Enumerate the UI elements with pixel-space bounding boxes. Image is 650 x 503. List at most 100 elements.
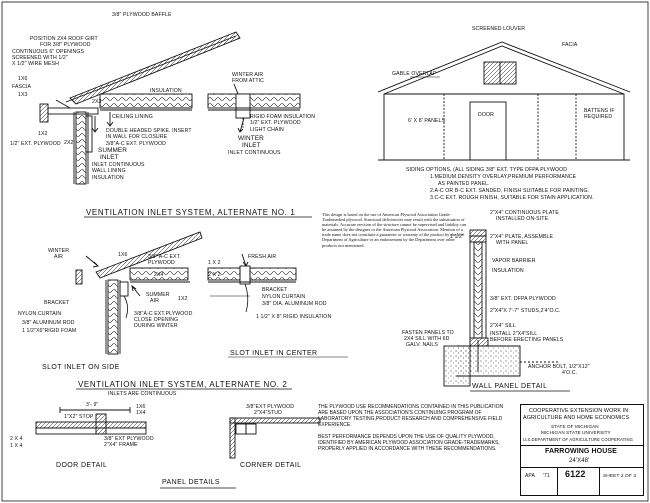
label-fasten-1: FASTEN PANELS TO (402, 330, 454, 336)
label-center-1x2: 1 X 2 (208, 260, 221, 266)
title-panel-details: PANEL DETAILS (162, 479, 220, 486)
tb-size: 24'x48' (569, 458, 590, 464)
label-fascia: FASCIA (12, 84, 32, 90)
label-fasten-3: GALV. NAILS (406, 342, 438, 348)
label-winter-inlet: INLET (242, 142, 261, 149)
notes-paragraph-1: THE PLYWOOD USE RECOMMENDATIONS CONTAINE… (318, 404, 504, 428)
alt1-winter-inlet (207, 83, 301, 133)
label-door-stop: 1"X2" STOP (64, 414, 94, 420)
label-1x6: 1X6 (18, 76, 28, 82)
label-panels: 6' X 8' PANELS (408, 118, 446, 124)
label-slot-abc-2: PLYWOOD (148, 260, 175, 266)
label-slot-bracket: BRACKET (44, 300, 70, 306)
title-slot-side: SLOT INLET ON SIDE (42, 364, 120, 371)
label-slot-rigid: 1 1/2"X6"RIGID FOAM (22, 328, 77, 334)
label-plate-assembled-2: WITH PANEL (496, 240, 529, 246)
tb-state-2: MICHIGAN STATE UNIVERSITY (541, 430, 611, 435)
label-center-bracket: BRACKET (262, 287, 288, 293)
label-slot-nylon: NYLON CURTAIN (18, 311, 62, 317)
label-wire-mesh: X 1/2" WIRE MESH (12, 61, 59, 67)
label-facia: FACIA (562, 42, 578, 48)
label-slot-air: AIR (54, 254, 63, 260)
label-battens-1: BATTENS IF (584, 108, 615, 114)
title-alt2: VENTILATION INLET SYSTEM, ALTERNATE NO. … (78, 380, 288, 389)
label-gable-overlap: GABLE OVERLAP (392, 71, 437, 77)
label-door: DOOR (478, 112, 494, 118)
tb-divider-1 (521, 445, 643, 446)
title-wall-panel: WALL PANEL DETAIL (472, 383, 548, 390)
label-rigid-foam: RIGID FOAM INSULATION (250, 114, 316, 120)
siding-option-2: AS PAINTED PANEL. (438, 181, 490, 187)
label-slot-rod: 3/8" ALUMINUM ROD (22, 320, 75, 326)
label-install-sill-1: INSTALL 2"X4"SILL (490, 331, 538, 337)
label-slot-abc-close: 3/8"A-C EXT.PLYWOOD (134, 311, 193, 317)
label-inlets-continuous: INLETS ARE CONTINUOUS (108, 391, 177, 397)
label-dim-door: 3'- 9" (86, 402, 99, 408)
tb-state-1: STATE OF MICHIGAN (551, 424, 599, 429)
siding-option-0: SIDING OPTIONS, (ALL SIDING 3/8" EXT. TY… (406, 167, 568, 173)
tb-apa: APA (525, 473, 535, 479)
label-battens-2: REQUIRED (584, 114, 613, 120)
tb-sheet: SHEET 2 OF 3 (603, 474, 637, 479)
label-slot-winter: WINTER (48, 248, 70, 254)
label-wall-studs: 2"X4"X 7'-7" STUDS,2'4"O.C. (490, 308, 561, 314)
label-fasten-2: 2X4 SILL WITH 6d (404, 336, 450, 342)
label-winter: WINTER (238, 135, 264, 142)
label-2x3: 2X3 (92, 99, 102, 105)
label-inlet-continuous: INLET CONTINUOUS (92, 162, 145, 168)
label-1x2: 1X2 (38, 131, 48, 137)
label-position-2x4: POSITION 2X4 ROOF GIRT (30, 36, 98, 42)
title-alt1: VENTILATION INLET SYSTEM, ALTERNATE NO. … (86, 208, 296, 217)
notes-paragraph-2: BEST PERFORMANCE DEPENDS UPON THE USE OF… (318, 434, 500, 452)
disclaimer-text: This design is based on the use of Ameri… (322, 212, 467, 248)
tb-plan-no: 6122 (565, 469, 586, 479)
tb-coop-2: AGRICULTURE AND HOME ECONOMICS (523, 415, 630, 421)
label-summer: SUMMER (98, 147, 128, 154)
tb-divider-3 (557, 467, 558, 495)
label-anchor-1: ANCHOR BOLT, 1/2"X12" (528, 364, 590, 370)
label-slot-close-opening: CLOSE OPENING (134, 317, 179, 323)
label-wall-sill: 2"X4" SILL (490, 323, 517, 329)
label-slot-during-winter: DURING WINTER (134, 323, 178, 329)
tb-coop-1: COOPERATIVE EXTENSION WORK IN (529, 408, 629, 414)
label-wall-dfpa: 3/8" EXT. DFPA PLYWOOD (490, 296, 556, 302)
siding-option-4: 3.C-C EXT. ROUGH FINISH, SUITABLE FOR ST… (430, 195, 594, 201)
tb-year: '71 (543, 473, 550, 479)
tb-divider-2 (521, 467, 643, 468)
label-summer-inlet: INLET (100, 154, 119, 161)
label-continuous-openings: CONTINUOUS 6" OPENINGS (12, 49, 85, 55)
title-slot-center: SLOT INLET IN CENTER (230, 350, 318, 357)
label-cont-plate-1: 2"X4" CONTINUOUS PLATE (490, 210, 559, 216)
door-detail (35, 407, 147, 435)
label-screened-with: SCREENED WITH 1/2" (12, 55, 68, 61)
label-center-rigid: 1 1/2" X 8" RIGID INSULATION (256, 314, 332, 320)
label-ext-plywood: 1/2" EXT. PLYWOOD (10, 141, 61, 147)
label-wall-half: 1 1/2" (450, 234, 464, 240)
label-plywood-baffle: 3/8" PLYWOOD BAFFLE (112, 12, 172, 18)
label-screened-louver: SCREENED LOUVER (472, 26, 526, 32)
label-wall-insulation: INSULATION (492, 268, 524, 274)
label-slot-abc-1: 3/8" A-C EXT. (148, 254, 181, 260)
tb-divider-4 (599, 467, 600, 495)
label-slot-summer: SUMMER (146, 292, 170, 298)
label-winter-inlet-continuous: INLET CONTINUOUS (228, 150, 281, 156)
label-door-2x4: 2 X 4 (10, 436, 23, 442)
label-1x3: 1X3 (18, 92, 28, 98)
label-slot-air2: AIR (150, 298, 159, 304)
label-wall-lining: WALL LINING (92, 168, 126, 174)
siding-option-3: 2.A-C OR B-C EXT. SANDED, FINISH SUITABL… (430, 188, 590, 194)
label-vapor-barrier: VAPOR BARRIER (492, 258, 536, 264)
label-abc-ext: 3/8"A-C EXT. PLYWOOD (106, 141, 166, 147)
slot-side-section (75, 231, 203, 355)
label-center-nylon: NYLON CURTAIN (262, 294, 306, 300)
title-block: COOPERATIVE EXTENSION WORK IN AGRICULTUR… (520, 404, 644, 496)
label-2x2: 2X2 (64, 140, 74, 146)
gable-elevation (377, 41, 631, 161)
label-slot-1x6: 1X6 (118, 252, 128, 258)
label-light-chain: LIGHT CHAIN (250, 127, 284, 133)
label-door-ext: 3/8" EXT PLYWOOD (104, 436, 154, 442)
title-door-detail: DOOR DETAIL (56, 462, 108, 469)
label-door-1x4b: 1 X 4 (10, 443, 23, 449)
label-door-frame: 2"X4" FRAME (104, 442, 138, 448)
